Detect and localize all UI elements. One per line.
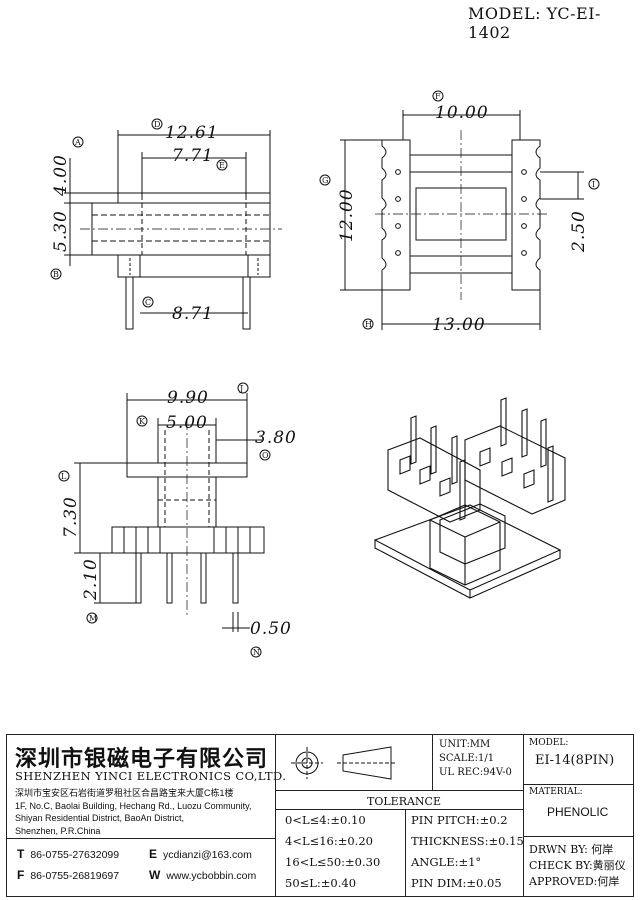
model-value: EI-14(8PIN) — [535, 753, 615, 768]
dim-3-80: 3.80 — [255, 428, 297, 448]
ref-b: B — [53, 270, 59, 279]
scale-label: SCALE:1/1 — [439, 753, 495, 764]
ref-f: F — [435, 92, 441, 101]
ref-m: M — [89, 614, 97, 623]
dim-7-71: 7.71 — [172, 146, 214, 166]
address-en-line1: 1F, No.C, Baolai Building, Hechang Rd., … — [15, 800, 252, 811]
address-en-line2: Shiyan Residential District, BaoAn Distr… — [15, 813, 185, 823]
top-view — [319, 90, 600, 330]
approved-by: APPROVED:何岸 — [529, 875, 620, 888]
address-cn: 深圳市宝安区石岩街道罗租社区合昌路宝来大厦C栋1楼 — [15, 788, 234, 798]
ul-rec-label: UL REC:94V-0 — [439, 767, 512, 778]
projection-symbol — [291, 746, 397, 780]
ref-a: A — [74, 138, 81, 147]
technical-drawing: 12.61 7.71 8.71 4.00 5.30 D E A B C — [50, 90, 600, 658]
front-view — [50, 118, 282, 330]
tol-row-3: 16<L≤50:±0.30 — [285, 855, 381, 869]
drawn-by: DRWN BY: 何岸 — [529, 843, 614, 856]
model-header: MODEL: YC-EI-1402 — [468, 4, 601, 42]
dim-5-00: 5.00 — [166, 413, 208, 433]
ref-j: J — [239, 384, 243, 393]
dim-8-71: 8.71 — [172, 304, 214, 324]
ref-g: G — [322, 176, 328, 185]
ref-i: I — [592, 180, 595, 189]
checked-by: CHECK BY:黄丽仪 — [529, 859, 626, 872]
company-name-cn: 深圳市银磁电子有限公司 — [15, 746, 269, 772]
dim-0-50: 0.50 — [250, 619, 292, 639]
dim-10-00: 10.00 — [435, 103, 489, 123]
tol-row-1: 0<L≤4:±0.10 — [285, 813, 366, 827]
dim-4-00: 4.00 — [51, 154, 71, 197]
ref-o: O — [262, 451, 269, 460]
tol2-row-2: THICKNESS:±0.15 — [411, 834, 524, 848]
tol2-row-4: PIN DIM:±0.05 — [411, 876, 502, 890]
dim-2-50: 2.50 — [569, 210, 589, 253]
dim-13-00: 13.00 — [432, 315, 486, 335]
ref-e: E — [219, 161, 225, 170]
dim-2-10: 2.10 — [81, 558, 101, 601]
ref-h: H — [365, 320, 372, 329]
tol-row-4: 50≤L:±0.40 — [285, 876, 357, 890]
tol2-row-1: PIN PITCH:±0.2 — [411, 813, 508, 827]
ref-k: K — [139, 417, 146, 426]
material-value: PHENOLIC — [547, 805, 609, 819]
ref-l: L — [61, 472, 67, 481]
dim-12-61: 12.61 — [165, 123, 219, 143]
isometric-view — [373, 397, 566, 599]
company-name-en: SHENZHEN YINCI ELECTRONICS CO,LTD. — [15, 769, 287, 783]
ref-d: D — [154, 120, 160, 129]
tolerance-title: TOLERANCE — [367, 795, 441, 808]
unit-label: UNIT:MM — [439, 739, 491, 750]
dim-5-30: 5.30 — [51, 210, 71, 252]
dim-7-30: 7.30 — [61, 496, 81, 538]
company-address: 深圳市宝安区石岩街道罗租社区合昌路宝来大厦C栋1楼 1F, No.C, Baol… — [15, 787, 270, 837]
dim-9-90: 9.90 — [167, 388, 209, 408]
ref-c: C — [145, 298, 151, 307]
side-view — [58, 382, 271, 658]
ref-n: N — [253, 648, 260, 657]
dim-12-00: 12.00 — [337, 188, 357, 242]
model-label: MODEL: — [529, 738, 569, 748]
material-label: MATERIAL: — [529, 787, 583, 797]
title-block: 深圳市银磁电子有限公司 SHENZHEN YINCI ELECTRONICS C… — [6, 734, 634, 897]
tol2-row-3: ANGLE:±1° — [411, 855, 482, 869]
address-en-line3: Shenzhen, P.R.China — [15, 825, 101, 836]
tol-row-2: 4<L≤16:±0.20 — [285, 834, 373, 848]
